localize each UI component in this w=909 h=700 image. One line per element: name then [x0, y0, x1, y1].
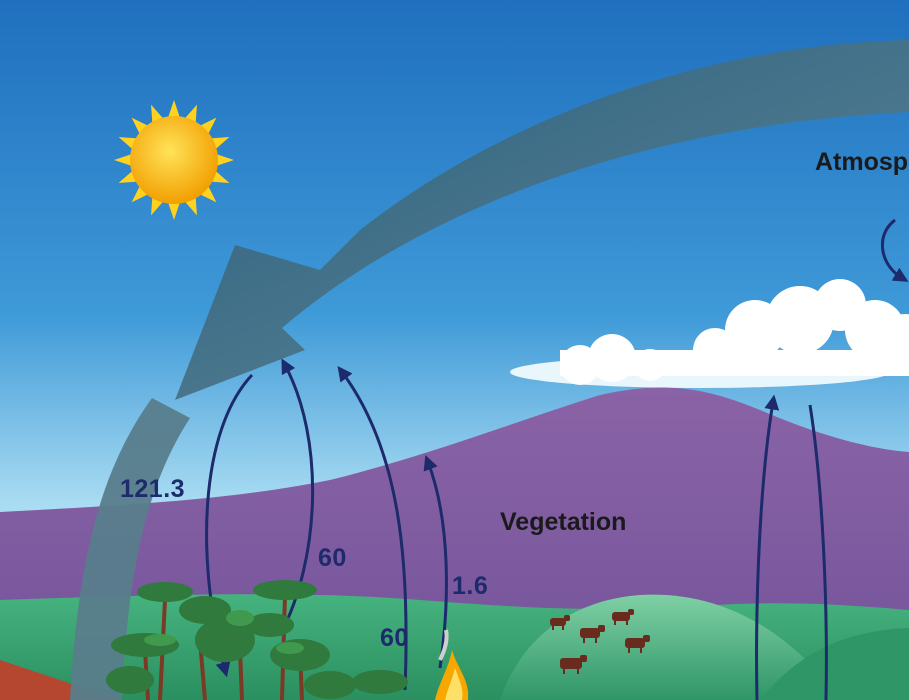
vegetation-label: Vegetation [500, 508, 626, 536]
sun-icon [114, 100, 234, 220]
right-arrow-up [755, 394, 780, 700]
soil-respiration-arrow-up [337, 365, 408, 691]
atmosphere-label: Atmosp [815, 148, 908, 176]
hill-right [760, 628, 909, 700]
flow-label-plant-respiration: 60 [318, 544, 347, 572]
flow-label-total-uptake: 121.3 [120, 475, 185, 503]
flow-label-fire: 1.6 [452, 572, 488, 600]
atmosphere-cycle-arrow [880, 218, 909, 282]
flow-label-soil-respiration: 60 [380, 624, 409, 652]
cow-icon [550, 609, 650, 674]
fire-icon [435, 629, 469, 700]
hill [500, 594, 840, 700]
big-uptake-arrow [175, 40, 909, 400]
right-arrow-down [808, 404, 828, 700]
cloud-icon [510, 279, 909, 388]
plant-respiration-arrow-up [278, 358, 315, 636]
big-arrow-tail [70, 398, 190, 700]
tree-icon [106, 580, 408, 700]
fire-arrow-up [423, 454, 448, 669]
